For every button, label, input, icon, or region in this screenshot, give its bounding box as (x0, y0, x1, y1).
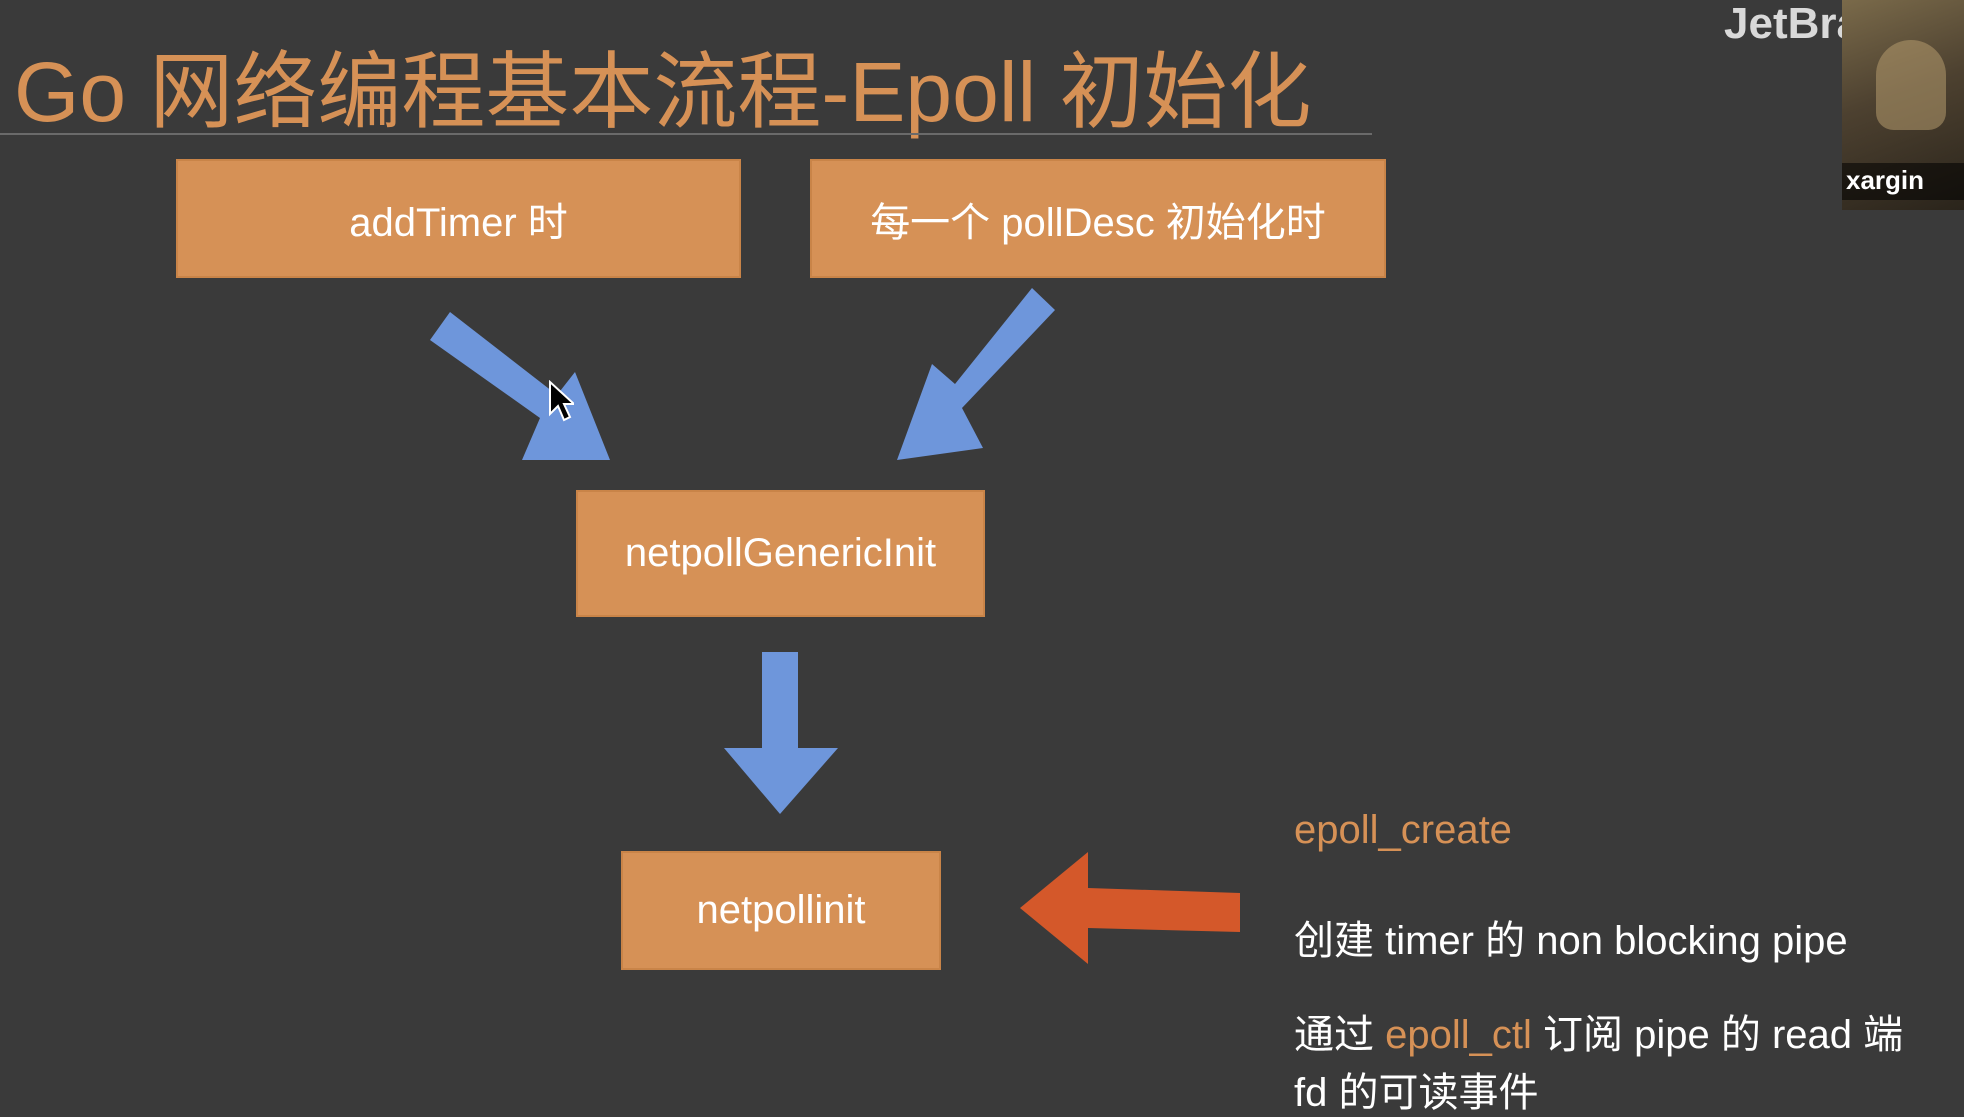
presenter-name: xargin (1842, 163, 1964, 200)
arrow-addtimer-to-generic (430, 312, 610, 460)
arrow-epollcreate-to-netpollinit (1020, 852, 1240, 964)
side-line-2-suffix: 订阅 pipe 的 read 端 (1531, 1013, 1904, 1057)
addtimer-box: addTimer 时 (176, 159, 741, 278)
netpollgenericinit-box: netpollGenericInit (576, 490, 985, 617)
polldesc-label: 每一个 pollDesc 初始化时 (870, 200, 1326, 245)
arrow-generic-to-netpollinit (724, 652, 838, 814)
addtimer-label: addTimer 时 (349, 200, 568, 245)
presenter-video: xargin (1842, 0, 1964, 210)
netpollinit-label: netpollinit (696, 888, 866, 932)
side-line-2: 通过 epoll_ctl 订阅 pipe 的 read 端 (1294, 1012, 1903, 1059)
side-line-2-prefix: 通过 (1294, 1013, 1386, 1057)
mouse-cursor-icon (549, 380, 574, 422)
title-divider (0, 133, 1372, 135)
side-line-1: 创建 timer 的 non blocking pipe (1294, 919, 1848, 963)
side-line-3: fd 的可读事件 (1294, 1071, 1539, 1115)
arrow-polldesc-to-generic (897, 288, 1055, 460)
slide-title: Go 网络编程基本流程-Epoll 初始化 (14, 45, 1312, 139)
polldesc-box: 每一个 pollDesc 初始化时 (810, 159, 1386, 278)
netpollgenericinit-label: netpollGenericInit (624, 531, 937, 575)
epoll-create-label: epoll_create (1294, 808, 1512, 852)
netpollinit-box: netpollinit (621, 851, 941, 970)
epoll-ctl-highlight: epoll_ctl (1385, 1013, 1532, 1057)
presenter-avatar (1876, 40, 1946, 130)
